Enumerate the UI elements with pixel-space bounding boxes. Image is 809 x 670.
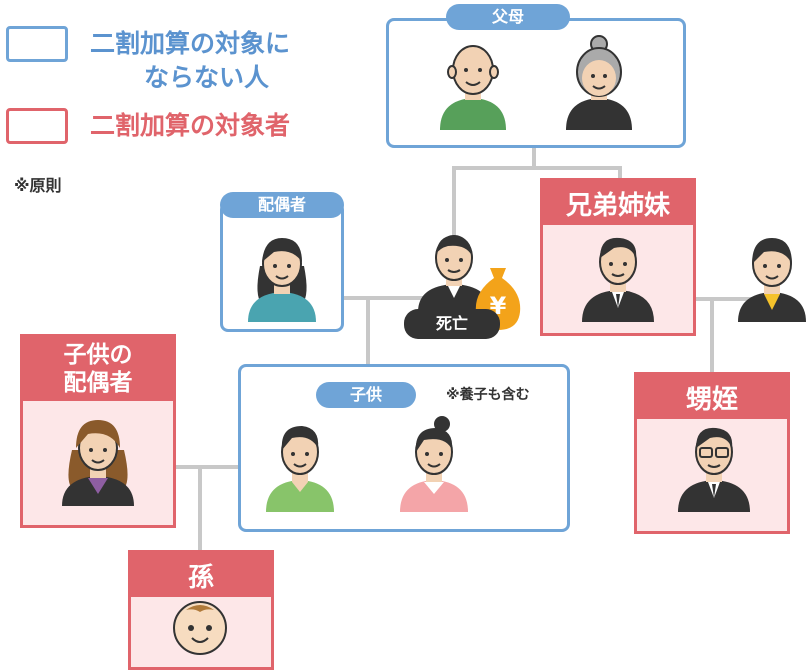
nephew-man-icon	[678, 427, 750, 512]
note-principle: ※原則	[14, 176, 62, 195]
child-son-icon	[266, 426, 334, 512]
child-spouse-woman-icon	[62, 420, 134, 506]
child-spouse-header: 子供の 配偶者	[23, 337, 173, 401]
connector-spouse-deceased	[318, 296, 438, 300]
children-label: 子供	[316, 382, 416, 408]
connector-to-nephews	[710, 297, 714, 377]
connector-to-grandchild	[198, 465, 202, 553]
sibling-man-icon	[582, 237, 654, 322]
legend-swatch-target	[6, 108, 68, 144]
grandchild-label: 孫	[131, 553, 271, 597]
legend-label-not-target-line2: ならない人	[144, 63, 270, 92]
connector-to-deceased	[452, 166, 456, 236]
grandmother-icon	[566, 35, 632, 130]
deceased-man-icon	[418, 235, 490, 312]
spouse-label: 配偶者	[220, 192, 344, 218]
connector-to-children	[366, 296, 370, 382]
legend-label-not-target-line1: 二割加算の対象に	[90, 29, 291, 58]
connector-to-siblings	[618, 166, 622, 182]
legend-label-target: 二割加算の対象者	[90, 111, 291, 140]
child-daughter-icon	[400, 416, 468, 512]
child-spouse-label-line1: 子供の	[63, 342, 133, 368]
parents-label: 父母	[446, 4, 570, 30]
spouse-woman-icon	[248, 238, 316, 322]
child-spouse-label-line2: 配偶者	[63, 370, 133, 396]
connector-sibling-spouse	[652, 297, 752, 301]
connector-parents-horizontal	[452, 166, 622, 170]
children-note: ※養子も含む	[446, 387, 530, 403]
deceased-label: 死亡	[404, 309, 500, 339]
sibling-spouse-woman-icon	[738, 238, 806, 322]
parents-box	[386, 18, 686, 148]
connector-childspouse-child	[142, 465, 282, 469]
siblings-label: 兄弟姉妹	[543, 181, 693, 225]
nephews-label: 甥姪	[637, 375, 787, 419]
baby-icon	[173, 601, 227, 655]
grandfather-icon	[440, 45, 506, 130]
legend-swatch-not-target	[6, 26, 68, 62]
